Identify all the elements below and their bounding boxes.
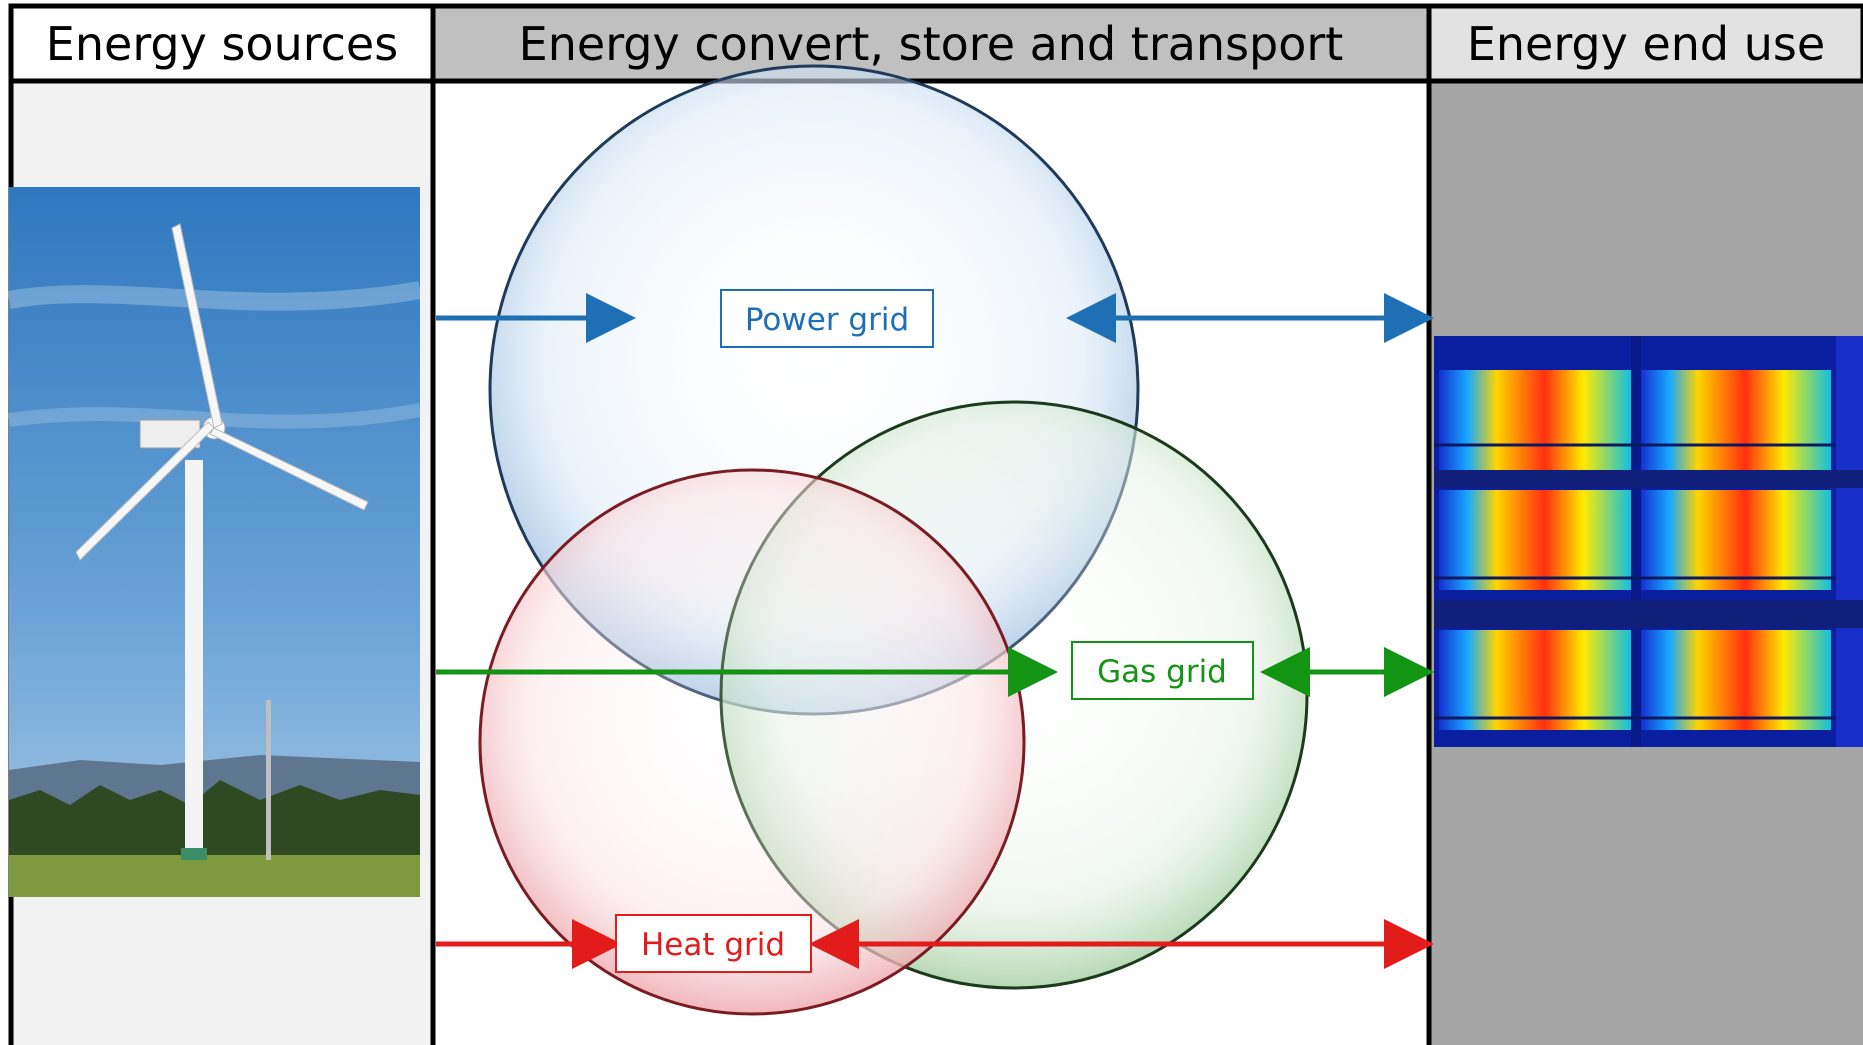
gas-grid-label: Gas grid	[1097, 654, 1227, 690]
thermal-building-image	[1434, 336, 1863, 747]
header-convert-cell	[430, 3, 1432, 84]
header-end-use-label: Energy end use	[1467, 17, 1825, 71]
header-sources-label: Energy sources	[46, 17, 398, 71]
gas-grid-label-box	[1071, 641, 1254, 700]
power-grid-label: Power grid	[745, 302, 909, 338]
power-grid-label-box	[720, 289, 934, 348]
wind-turbine-photo	[7, 187, 422, 897]
header-convert-label: Energy convert, store and transport	[519, 17, 1344, 71]
heat-grid-circle	[478, 468, 1026, 1016]
header-end-use-cell	[1426, 3, 1863, 84]
heat-grid-label: Heat grid	[641, 927, 785, 963]
heat-grid-label-box	[615, 914, 812, 973]
